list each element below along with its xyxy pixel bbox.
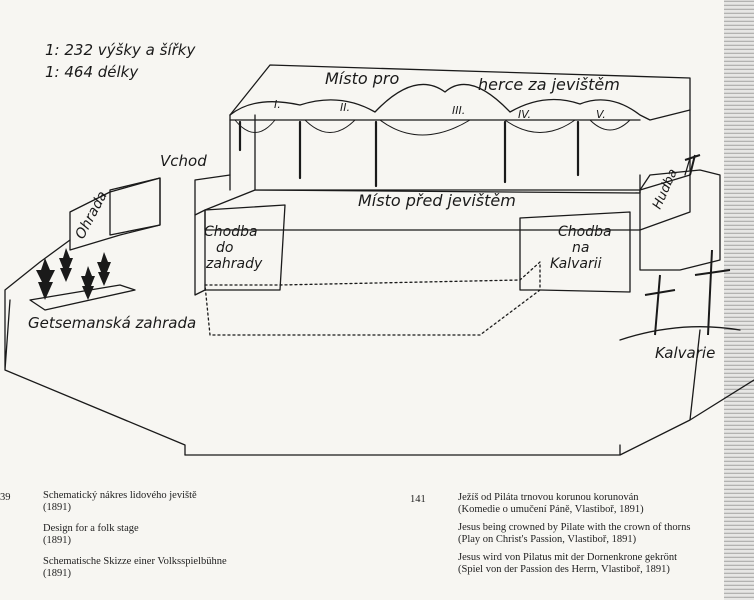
figure-number-left: 39: [0, 492, 11, 503]
scale-height-label: 1: 232 výšky a šířky: [45, 41, 196, 59]
corridor-calvary-line-3: Kalvarii: [550, 256, 602, 272]
caption-left-line: Design for a folk stage: [43, 523, 139, 534]
ground-outline: [4, 177, 186, 456]
caption-left: Schematický nákres lidového jeviště (189…: [43, 490, 227, 580]
caption-right-line: (Play on Christ's Passion, Vlastiboř, 18…: [458, 534, 637, 545]
caption-right: Ježíš od Piláta trnovou korunou korunová…: [458, 492, 690, 576]
caption-right-line: (Spiel von der Passion des Herrn, Vlasti…: [458, 564, 670, 575]
caption-right-line: (Komedie o umučení Páně, Vlastiboř, 1891…: [458, 504, 644, 515]
label-fence: Ohrada: [72, 189, 110, 242]
backstage-top: [229, 64, 691, 171]
label-calvary: Kalvarie: [655, 344, 715, 362]
arch-number-1: I.: [274, 98, 281, 111]
label-stage-actors-1: Místo pro: [325, 69, 399, 88]
calvary-hill: [619, 326, 741, 341]
caption-right-line: Jesus being crowned by Pilate with the c…: [458, 522, 691, 533]
label-entrance: Vchod: [160, 152, 207, 170]
arch-number-3: III.: [452, 104, 465, 117]
corridor-garden-box: [194, 204, 286, 296]
calvary-crosses: [644, 154, 731, 336]
label-stage-actors-2: herce za jevištěm: [478, 75, 620, 94]
curtain-drops: [238, 120, 580, 188]
label-gethsemane: Getsemanská zahrada: [28, 314, 196, 332]
label-front-stage: Místo před jevištěm: [358, 191, 516, 210]
corridor-calvary-line-1: Chodba: [558, 224, 612, 240]
corridor-calvary-box: [519, 211, 631, 293]
corridor-garden-line-1: Chodba: [204, 224, 258, 240]
scan-edge-noise: [724, 0, 754, 600]
caption-left-line: Schematische Skizze einer Volksspielbühn…: [43, 556, 227, 567]
corridor-calvary-line-2: na: [572, 240, 589, 256]
arch-number-4: IV.: [518, 108, 531, 121]
arch-number-2: II.: [340, 101, 350, 114]
label-music: Hudba: [650, 167, 681, 212]
entrance-post: [194, 174, 231, 216]
figure-number-right: 141: [410, 494, 426, 505]
music-box: [639, 157, 721, 271]
caption-right-line: Ježíš od Piláta trnovou korunou korunová…: [458, 492, 639, 503]
arch-number-5: V.: [596, 108, 606, 121]
caption-left-line: (1891): [43, 535, 71, 546]
corridor-garden-line-2: do: [216, 240, 233, 256]
caption-left-line: (1891): [43, 568, 71, 579]
auditorium-floor: [204, 261, 541, 336]
corridor-garden-line-3: zahrady: [205, 256, 263, 272]
ground-outline-right: [184, 329, 754, 456]
caption-left-line: (1891): [43, 502, 71, 513]
arch-line: [229, 83, 691, 121]
gethsemane-trees: [36, 248, 111, 300]
scale-length-label: 1: 464 délky: [45, 63, 139, 81]
caption-left-line: Schematický nákres lidového jeviště: [43, 490, 197, 501]
front-stage: [204, 174, 691, 231]
caption-right-line: Jesus wird von Pilatus mit der Dornenkro…: [458, 552, 678, 563]
curtains: [234, 119, 631, 136]
fence: [69, 177, 161, 251]
stage-diagram: I. II. III. IV. V. 1: 232 výšky a šířky …: [4, 41, 754, 456]
